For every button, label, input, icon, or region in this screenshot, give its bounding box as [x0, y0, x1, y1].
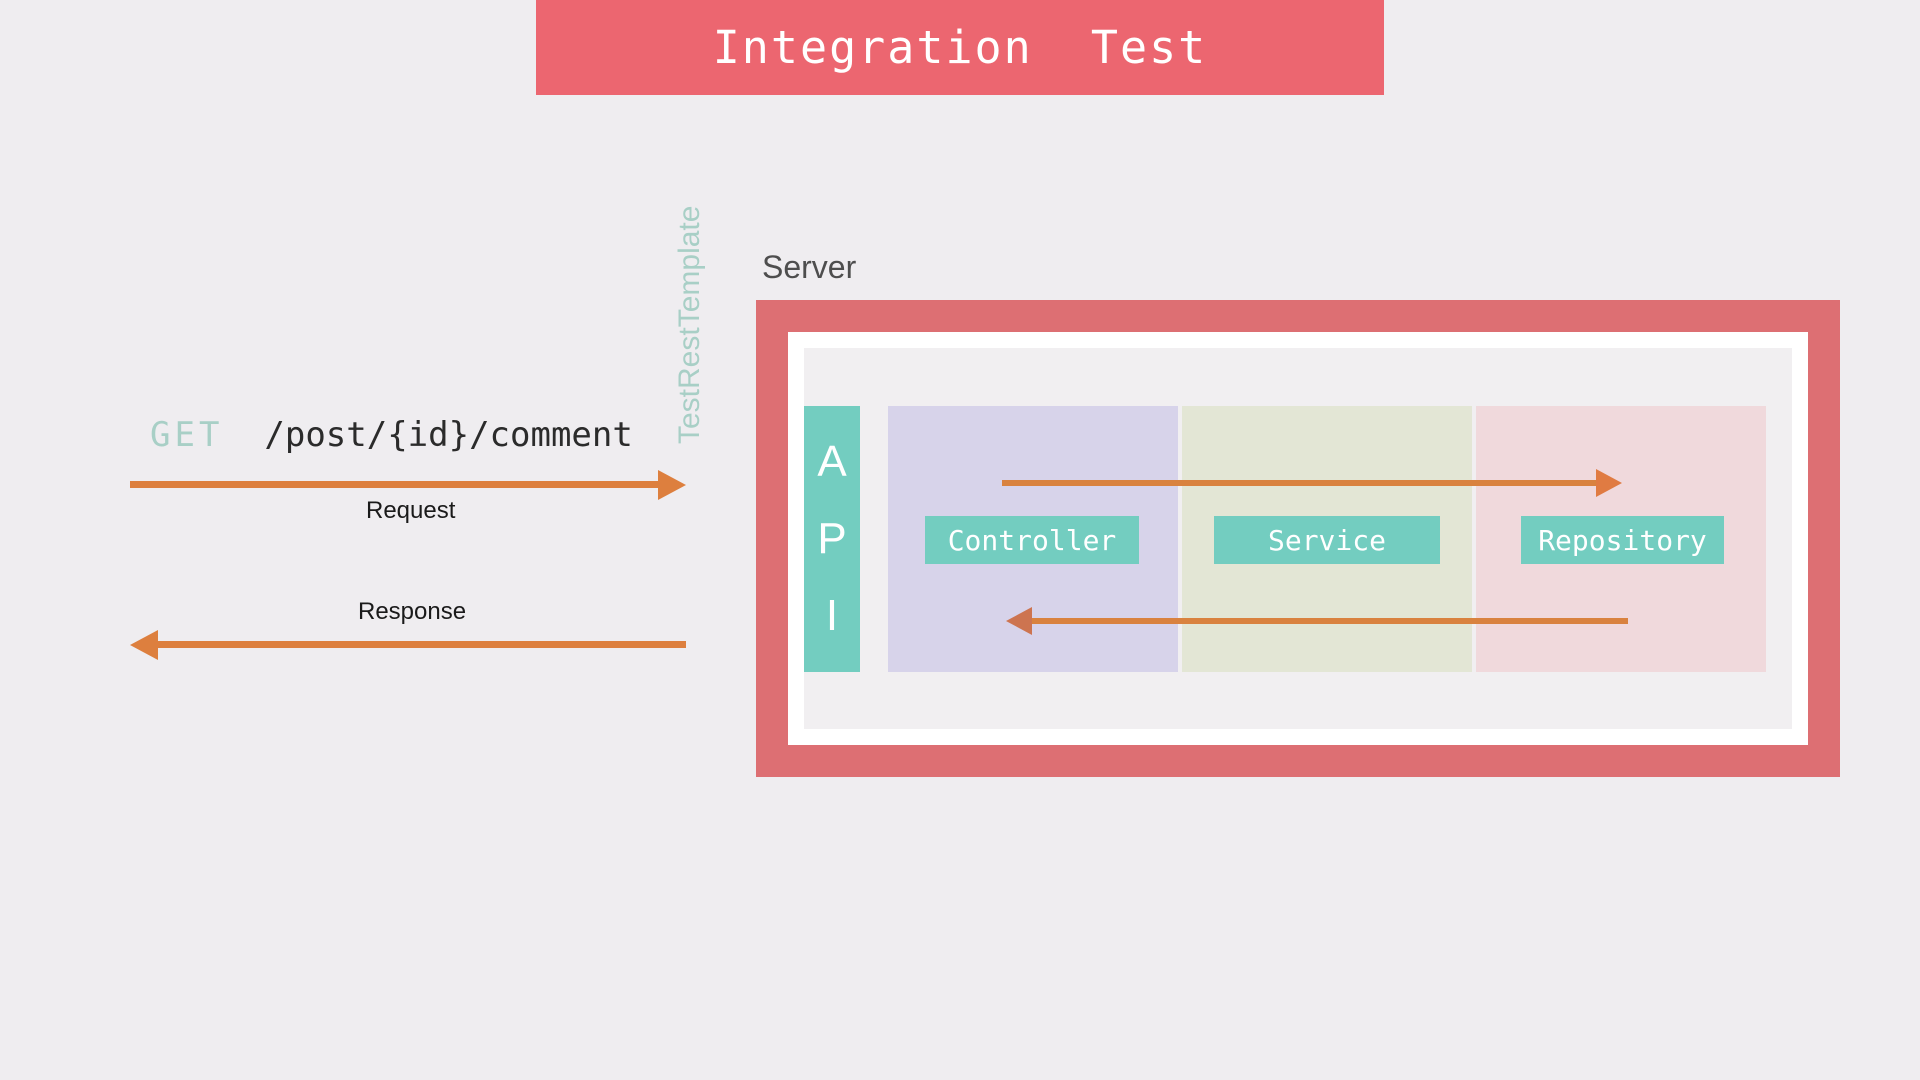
api-letter-a: A [817, 437, 847, 487]
api-letter-p: P [817, 513, 847, 563]
api-letter-i: I [825, 590, 839, 640]
request-signature: GET /post/{id}/comment [150, 415, 633, 455]
response-arrow-head-icon [130, 630, 158, 660]
request-arrow-line [130, 481, 658, 488]
response-arrow-line [158, 641, 686, 648]
repository-badge: Repository [1521, 516, 1724, 564]
testresttemplate-label: TestRestTemplate [673, 205, 706, 444]
internal-forward-arrow-head-icon [1596, 469, 1622, 497]
internal-forward-arrow-line [1002, 480, 1596, 486]
http-method-label: GET [150, 415, 224, 455]
title-banner: Integration Test [536, 0, 1384, 95]
service-badge: Service [1214, 516, 1440, 564]
response-label: Response [358, 598, 467, 625]
internal-backward-arrow-line [1032, 618, 1628, 624]
server-label: Server [762, 249, 857, 285]
request-arrow-head-icon [658, 470, 686, 500]
page-title: Integration Test [712, 21, 1208, 74]
controller-badge: Controller [925, 516, 1139, 564]
api-box: A P I [804, 406, 860, 672]
request-path-label: /post/{id}/comment [264, 415, 633, 455]
request-label: Request [366, 497, 456, 524]
internal-backward-arrow-head-icon [1006, 607, 1032, 635]
